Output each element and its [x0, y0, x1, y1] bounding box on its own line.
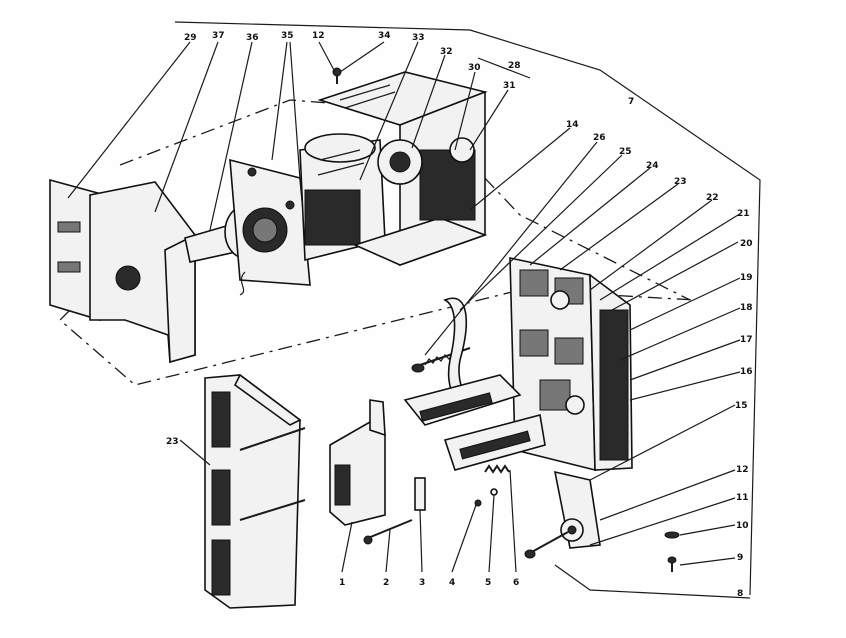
callout-32: 32 [440, 47, 453, 57]
callout-16: 16 [740, 367, 753, 377]
callout-30: 30 [468, 63, 481, 73]
mounting-bracket [49, 178, 196, 364]
small-parts-4-5 [474, 488, 498, 507]
callout-3: 3 [419, 578, 425, 588]
screw-part-2 [363, 519, 413, 545]
callout-22: 22 [706, 193, 719, 203]
terminal-block-upper [403, 374, 522, 426]
callout-9: 9 [737, 553, 743, 563]
auxiliary-contact [329, 399, 386, 526]
plate-part-3 [414, 477, 426, 511]
callout-17: 17 [740, 335, 753, 345]
callout-26: 26 [593, 133, 606, 143]
callout-18: 18 [740, 303, 753, 313]
callout-29: 29 [184, 33, 197, 43]
coil-end-plate [229, 158, 311, 296]
callout-23: 23 [166, 437, 179, 447]
callout-6: 6 [513, 578, 519, 588]
callout-21: 21 [737, 209, 750, 219]
callout-19: 19 [740, 273, 753, 283]
leader-lines [67, 41, 741, 573]
terminal-block-lower [443, 414, 546, 474]
lower-contact-arm [524, 470, 601, 559]
coil-housing-frame [317, 71, 488, 267]
callout-12-top: 12 [312, 31, 325, 41]
callout-24: 24 [646, 161, 659, 171]
callout-4: 4 [449, 578, 455, 588]
callout-5: 5 [485, 578, 491, 588]
callout-28: 28 [508, 61, 521, 71]
washer-and-screw [664, 531, 680, 572]
callout-33: 33 [412, 33, 425, 43]
callout-36: 36 [246, 33, 259, 43]
callout-23-top: 23 [674, 177, 687, 187]
callout-12: 12 [736, 465, 749, 475]
callout-1: 1 [339, 578, 345, 588]
callout-31: 31 [503, 81, 516, 91]
callout-15: 15 [735, 401, 748, 411]
callout-14: 14 [566, 120, 579, 130]
callout-35: 35 [281, 31, 294, 41]
callout-10: 10 [736, 521, 749, 531]
callout-34: 34 [378, 31, 391, 41]
callout-8: 8 [737, 589, 743, 599]
callout-37: 37 [212, 31, 225, 41]
callout-2: 2 [383, 578, 389, 588]
callout-11: 11 [736, 493, 749, 503]
callout-20: 20 [740, 239, 753, 249]
arc-chute-cover [204, 373, 306, 609]
callout-7: 7 [628, 97, 634, 107]
callout-labels: 29 37 36 35 12 34 33 32 30 28 31 7 14 26… [166, 31, 753, 599]
callout-25: 25 [619, 147, 632, 157]
